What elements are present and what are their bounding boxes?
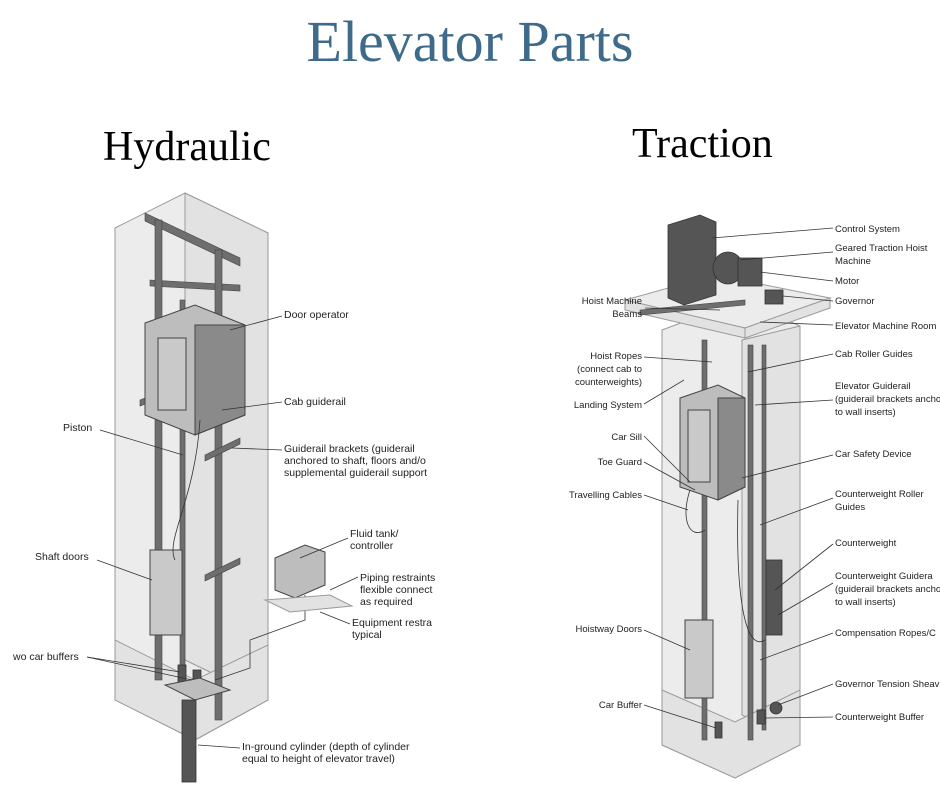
hydraulic-cab-door <box>157 337 187 411</box>
label-toe-guard: Toe Guard <box>598 457 642 468</box>
traction-cab-door <box>687 409 711 483</box>
guiderail-right <box>214 249 223 721</box>
label-piping-1: Piping restraints <box>360 572 435 584</box>
label-guiderail-1: Elevator Guiderail <box>835 381 911 392</box>
label-guiderail-brackets-2: anchored to shaft, floors and/o <box>284 455 426 467</box>
label-car-buffers: wo car buffers <box>12 651 79 663</box>
cw-buffer <box>756 709 766 725</box>
label-travelling: Travelling Cables <box>569 490 642 501</box>
label-hoist-beams-1: Hoist Machine <box>582 296 642 307</box>
traction-heading: Traction <box>632 121 773 167</box>
cw-rail <box>761 344 767 731</box>
label-car-sill: Car Sill <box>611 432 642 443</box>
label-hoist-beams-2: Beams <box>612 309 642 320</box>
label-fluid-tank-1: Fluid tank/ <box>350 528 399 540</box>
label-guiderail-2: (guiderail brackets ancho <box>835 394 940 405</box>
hydraulic-shaft-door <box>149 549 183 636</box>
governor-unit <box>764 289 784 305</box>
car-buffer <box>714 721 723 739</box>
label-machine-room: Elevator Machine Room <box>835 321 936 332</box>
label-fluid-tank-2: controller <box>350 540 394 552</box>
label-cw-buffer: Counterweight Buffer <box>835 712 924 723</box>
label-cylinder-2: equal to height of elevator travel) <box>242 753 395 765</box>
bracket-1 <box>204 437 241 462</box>
label-guiderail-brackets-3: supplemental guiderail support <box>284 467 427 479</box>
hoistway-door <box>684 619 714 699</box>
label-equipment-1: Equipment restra <box>352 617 432 629</box>
label-shaft-doors: Shaft doors <box>35 551 89 563</box>
label-cw-guide-1: Counterweight Guidera <box>835 571 933 582</box>
in-ground-cylinder <box>181 699 197 783</box>
fluid-pipe <box>214 595 306 681</box>
hydraulic-cable <box>172 419 201 561</box>
guiderail-left <box>154 219 163 681</box>
label-car-buffer: Car Buffer <box>599 700 642 711</box>
compensation-rope <box>737 499 766 643</box>
label-motor: Motor <box>835 276 859 287</box>
label-cw-guide-3: to wall inserts) <box>835 597 896 608</box>
label-counterweight: Counterweight <box>835 538 897 549</box>
label-hoist-ropes-1: Hoist Ropes <box>590 351 642 362</box>
car-rail-left <box>701 339 708 741</box>
machine-room-slab-side <box>744 297 831 339</box>
label-door-operator: Door operator <box>284 309 349 321</box>
hydraulic-cab-side <box>194 324 246 436</box>
label-geared-1: Geared Traction Hoist <box>835 243 928 254</box>
car-rail-right <box>747 344 754 741</box>
label-equipment-2: typical <box>352 629 382 641</box>
traveling-cable <box>685 489 706 533</box>
label-cw-roller-1: Counterweight Roller <box>835 489 924 500</box>
label-piston: Piston <box>63 422 92 434</box>
label-guiderail-brackets-1: Guiderail brackets (guiderail <box>284 443 415 455</box>
label-guiderail-3: to wall inserts) <box>835 407 896 418</box>
counterweight-block <box>765 559 783 636</box>
tank-base <box>263 594 354 613</box>
traction-cab-side <box>717 397 746 501</box>
traction-diagram: Control System Geared Traction Hoist Mac… <box>569 214 940 779</box>
bracket-2 <box>204 557 241 582</box>
hydraulic-heading: Hydraulic <box>103 124 271 170</box>
label-hoist-ropes-2: (connect cab to <box>577 364 642 375</box>
label-control-system: Control System <box>835 224 900 235</box>
control-cabinet <box>667 214 717 306</box>
label-geared-2: Machine <box>835 256 871 267</box>
label-hoist-ropes-3: counterweights) <box>575 377 642 388</box>
traction-motor <box>737 257 763 287</box>
label-hoistway-doors: Hoistway Doors <box>575 624 642 635</box>
label-compensation: Compensation Ropes/C <box>835 628 936 639</box>
label-piping-2: flexible connect <box>360 584 432 596</box>
label-car-safety: Car Safety Device <box>835 449 912 460</box>
label-landing: Landing System <box>574 400 642 411</box>
label-cw-roller-2: Guides <box>835 502 865 513</box>
page-title: Elevator Parts <box>306 9 634 74</box>
label-cylinder-1: In-ground cylinder (depth of cylinder <box>242 741 410 753</box>
label-gov-tension: Governor Tension Sheav <box>835 679 940 690</box>
label-cab-roller: Cab Roller Guides <box>835 349 913 360</box>
label-cab-guiderail: Cab guiderail <box>284 396 346 408</box>
label-governor: Governor <box>835 296 875 307</box>
hydraulic-diagram: Door operator Cab guiderail Piston Guide… <box>12 192 435 783</box>
label-cw-guide-2: (guiderail brackets ancho <box>835 584 940 595</box>
cylinder-head <box>163 677 232 701</box>
fluid-tank <box>274 544 326 599</box>
label-piping-3: as required <box>360 596 413 608</box>
hoist-beam <box>639 299 746 316</box>
